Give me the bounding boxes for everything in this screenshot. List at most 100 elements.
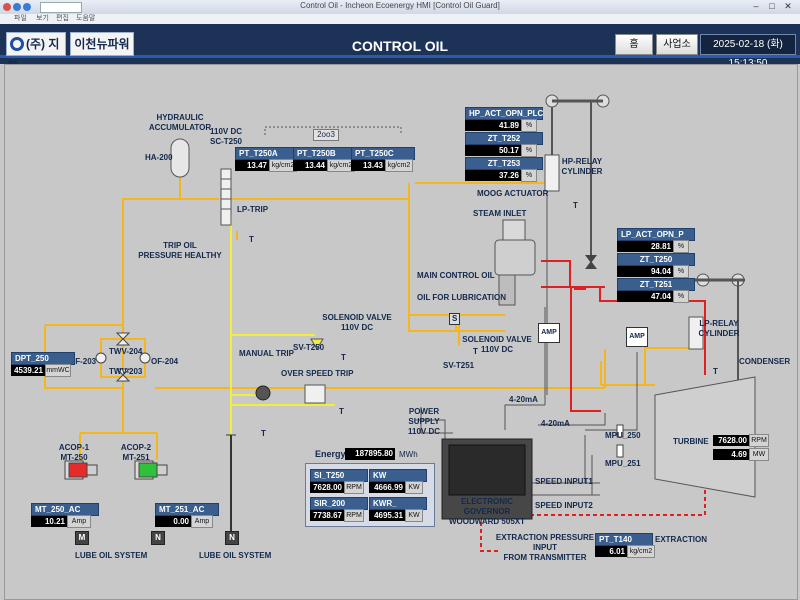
zt-t251-tag: ZT_T251	[617, 278, 695, 291]
motor-n-indicator: N	[151, 531, 165, 545]
menu-item-edit[interactable]: 편집	[56, 15, 69, 22]
label-over-speed-trip: OVER SPEED TRIP	[281, 369, 354, 378]
turbine-mw-unit: MW	[749, 448, 769, 461]
kw-tag: KW	[369, 469, 427, 482]
label-sv-t250: SV-T250	[293, 343, 325, 352]
label-oil-lubrication: OIL FOR LUBRICATION	[417, 293, 507, 302]
dpt-250-tag: DPT_250	[11, 352, 75, 365]
manual-trip-handle	[255, 385, 271, 401]
label-moog-actuator: MOOG ACTUATOR	[477, 189, 549, 198]
motor-m-indicator: M	[75, 531, 89, 545]
mt-251-ac-value: 0.00	[155, 516, 191, 527]
sir-200-tag: SIR_200	[310, 497, 368, 510]
kw-value: 4666.99	[369, 482, 405, 493]
menu-item-view[interactable]: 보기	[36, 15, 49, 22]
t-marker: T	[341, 353, 346, 362]
t-marker: T	[249, 235, 254, 244]
label-lube-oil-2: LUBE OIL SYSTEM	[199, 551, 272, 560]
label-solenoid-valve-250: SOLENOID VALVE 110V DC	[322, 313, 392, 332]
app-icon	[3, 3, 11, 11]
label-lube-oil-1: LUBE OIL SYSTEM	[75, 551, 148, 560]
pt-t140-value: 6.01	[595, 546, 627, 557]
zt-t250-unit: %	[673, 265, 689, 278]
zt-t253-unit: %	[521, 169, 537, 182]
forward-icon[interactable]	[23, 3, 31, 11]
twv-204-valve	[115, 332, 131, 346]
label-trip-oil: TRIP OIL PRESSURE HEALTHY	[138, 241, 222, 260]
minimize-button[interactable]: –	[753, 1, 759, 11]
hp-act-unit: %	[521, 119, 537, 132]
menu-item-file[interactable]: 파일	[14, 15, 27, 22]
label-governor: ELECTRONIC GOVERNOR WOODWARD 505XT	[448, 497, 525, 526]
label-hp-relay: HP-RELAY CYLINDER	[561, 157, 603, 176]
zt-t253-tag: ZT_T253	[465, 157, 543, 170]
maximize-button[interactable]: □	[769, 1, 775, 11]
piping-diagram	[44, 94, 756, 552]
label-acop-2: ACOP-2 MT-251	[120, 443, 152, 462]
diagram-panel: HYDRAULIC ACCUMULATOR HA-200 110V DC SC-…	[4, 64, 798, 600]
label-main-control-oil: MAIN CONTROL OIL	[417, 271, 495, 280]
zt-t250-tag: ZT_T250	[617, 253, 695, 266]
label-twv-203: TWV-203	[109, 367, 143, 376]
hp-control-valve	[585, 255, 597, 263]
menu-item-help[interactable]: 도움말	[76, 15, 96, 22]
site-button[interactable]: 사업소	[656, 34, 698, 55]
sir-200-unit: RPM	[344, 509, 364, 522]
datetime-display: 2025-02-18 (화) 15:13:50	[700, 34, 796, 69]
steam-inlet-valve	[502, 219, 526, 241]
address-input[interactable]	[40, 2, 82, 13]
turbine-body	[654, 376, 756, 498]
back-icon[interactable]	[13, 3, 21, 11]
label-speed-input-2: SPEED INPUT2	[535, 501, 593, 510]
zt-t252-unit: %	[521, 144, 537, 157]
t-marker: T	[473, 347, 478, 356]
lp-relay-cylinder	[688, 316, 704, 350]
energy-label: Energy	[315, 449, 346, 459]
window-titlebar: Control Oil - Incheon Ecoenergy HMI [Con…	[0, 0, 800, 15]
label-s-marker: S	[449, 313, 461, 325]
site-name: 이천뉴파워	[70, 32, 134, 56]
label-hydraulic-accumulator: HYDRAULIC ACCUMULATOR	[148, 113, 212, 132]
signal-lines	[264, 126, 638, 496]
twv-203-valve	[115, 368, 131, 382]
zt-t252-value: 50.17	[465, 145, 521, 156]
pt-t140-tag: PT_T140	[595, 533, 653, 546]
label-mpu-250: MPU_250	[605, 431, 641, 440]
close-button[interactable]: ✕	[784, 1, 792, 11]
t-marker: T	[713, 367, 718, 376]
sv-t250-valve	[310, 338, 324, 350]
zt-t251-unit: %	[673, 290, 689, 303]
mt-250-ac-value: 10.21	[31, 516, 67, 527]
turbine-mw-value: 4.69	[713, 449, 749, 460]
pt-t250c-unit: kg/cm2	[385, 159, 413, 172]
label-of-203: OF-203	[69, 357, 97, 366]
extraction-arrow-line	[480, 515, 500, 552]
lp-act-tag: LP_ACT_OPN_P	[617, 228, 695, 241]
of-204-filter	[139, 352, 151, 364]
label-acop-1: ACOP-1 MT-250	[58, 443, 90, 462]
kw-unit: KW	[405, 481, 423, 494]
kwr-value: 4695.31	[369, 510, 405, 521]
label-sc-t250: 110V DC SC-T250	[209, 127, 243, 146]
home-button[interactable]: 홈	[615, 34, 653, 55]
kwr-tag: KWR_	[369, 497, 427, 510]
pt-t250c-tag: PT_T250C	[351, 147, 415, 160]
label-mpu-251: MPU_251	[605, 459, 641, 468]
label-extraction: EXTRACTION	[655, 535, 707, 544]
label-4-20ma-1: 4-20mA	[509, 395, 538, 404]
label-solenoid-valve-251: SOLENOID VALVE 110V DC	[462, 335, 532, 354]
label-lp-trip: LP-TRIP	[237, 205, 269, 214]
label-turbine: TURBINE	[673, 437, 709, 446]
amp-box-2: AMP	[626, 327, 648, 347]
label-power-supply: POWER SUPPLY 110V DC	[407, 407, 441, 436]
over-speed-trip-block	[304, 384, 326, 404]
si-t250-tag: SI_T250	[310, 469, 368, 482]
label-of-204: OF-204	[151, 357, 179, 366]
dpt-250-value: 4539.21	[11, 365, 45, 376]
kwr-unit: KW	[405, 509, 423, 522]
lp-act-unit: %	[673, 240, 689, 253]
pt-t140-unit: kg/cm2	[627, 545, 655, 558]
app-header: (주) 지환 이천뉴파워 CONTROL OIL 홈 사업소 2025-02-1…	[0, 24, 800, 73]
company-logo: (주) 지환	[6, 32, 66, 73]
amp-box-1: AMP	[538, 323, 560, 343]
